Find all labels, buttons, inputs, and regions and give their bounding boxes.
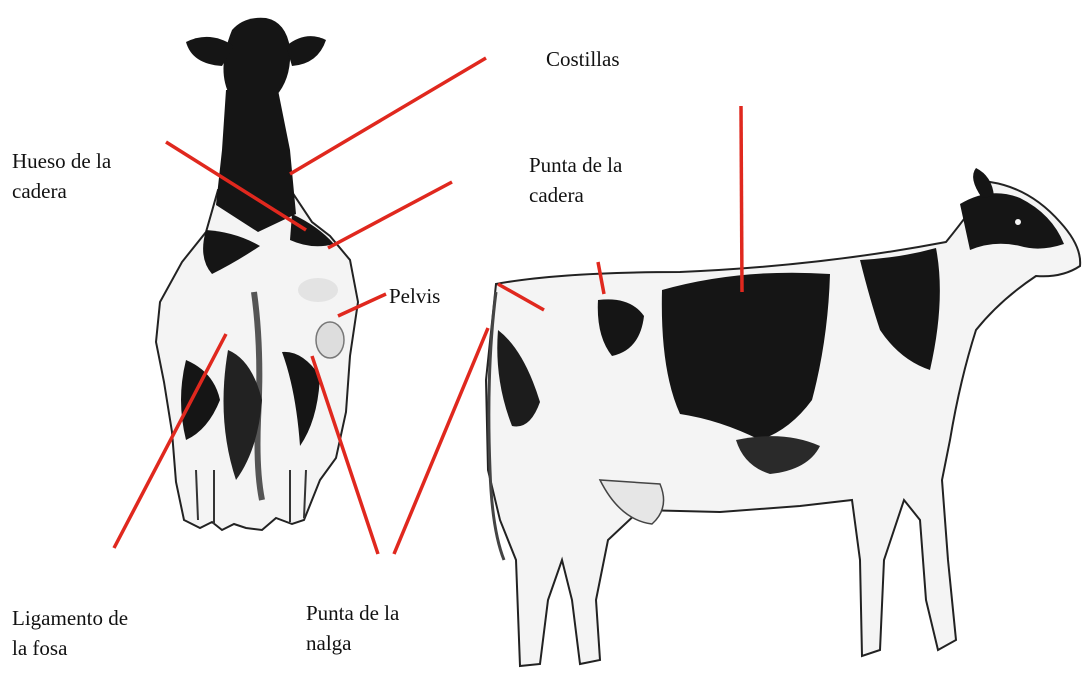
- cow-side-view-illustration: [486, 168, 1080, 666]
- rear-cow-head: [223, 18, 290, 96]
- label-punta-de-la-nalga: Punta de la nalga: [306, 598, 399, 658]
- rear-cow-pin-bone: [316, 322, 344, 358]
- rear-cow-hip-shade: [298, 278, 338, 302]
- label-punta-de-la-cadera-line-1: Punta de la: [529, 150, 622, 180]
- label-costillas: Costillas: [546, 44, 620, 74]
- label-ligamento-de-la-fosa-line-1: Ligamento de: [12, 603, 128, 633]
- cow-rear-view-illustration: [156, 18, 358, 530]
- label-punta-de-la-nalga-line-2: nalga: [306, 628, 399, 658]
- leader-line-costillas: [290, 58, 486, 174]
- label-pelvis-line-1: Pelvis: [389, 281, 440, 311]
- label-punta-de-la-nalga-line-1: Punta de la: [306, 598, 399, 628]
- label-hueso-de-la-cadera: Hueso de la cadera: [12, 146, 111, 206]
- rear-cow-neck: [216, 90, 296, 232]
- side-cow-eye: [1015, 219, 1021, 225]
- side-cow-head-patch: [960, 193, 1064, 250]
- leader-line-hueso-cadera-right: [328, 182, 452, 248]
- label-hueso-de-la-cadera-line-1: Hueso de la: [12, 146, 111, 176]
- label-costillas-line-1: Costillas: [546, 44, 620, 74]
- rear-cow-right-shoulder-patch: [290, 214, 334, 246]
- label-pelvis: Pelvis: [389, 281, 440, 311]
- label-punta-de-la-cadera-line-2: cadera: [529, 180, 622, 210]
- leader-line-costillas-side: [741, 106, 742, 292]
- label-ligamento-de-la-fosa: Ligamento de la fosa: [12, 603, 128, 663]
- label-punta-de-la-cadera: Punta de la cadera: [529, 150, 622, 210]
- rear-cow-ear-right: [286, 36, 326, 66]
- label-ligamento-de-la-fosa-line-2: la fosa: [12, 633, 128, 663]
- leader-line-punta-nalga-side: [394, 328, 488, 554]
- label-hueso-de-la-cadera-line-2: cadera: [12, 176, 111, 206]
